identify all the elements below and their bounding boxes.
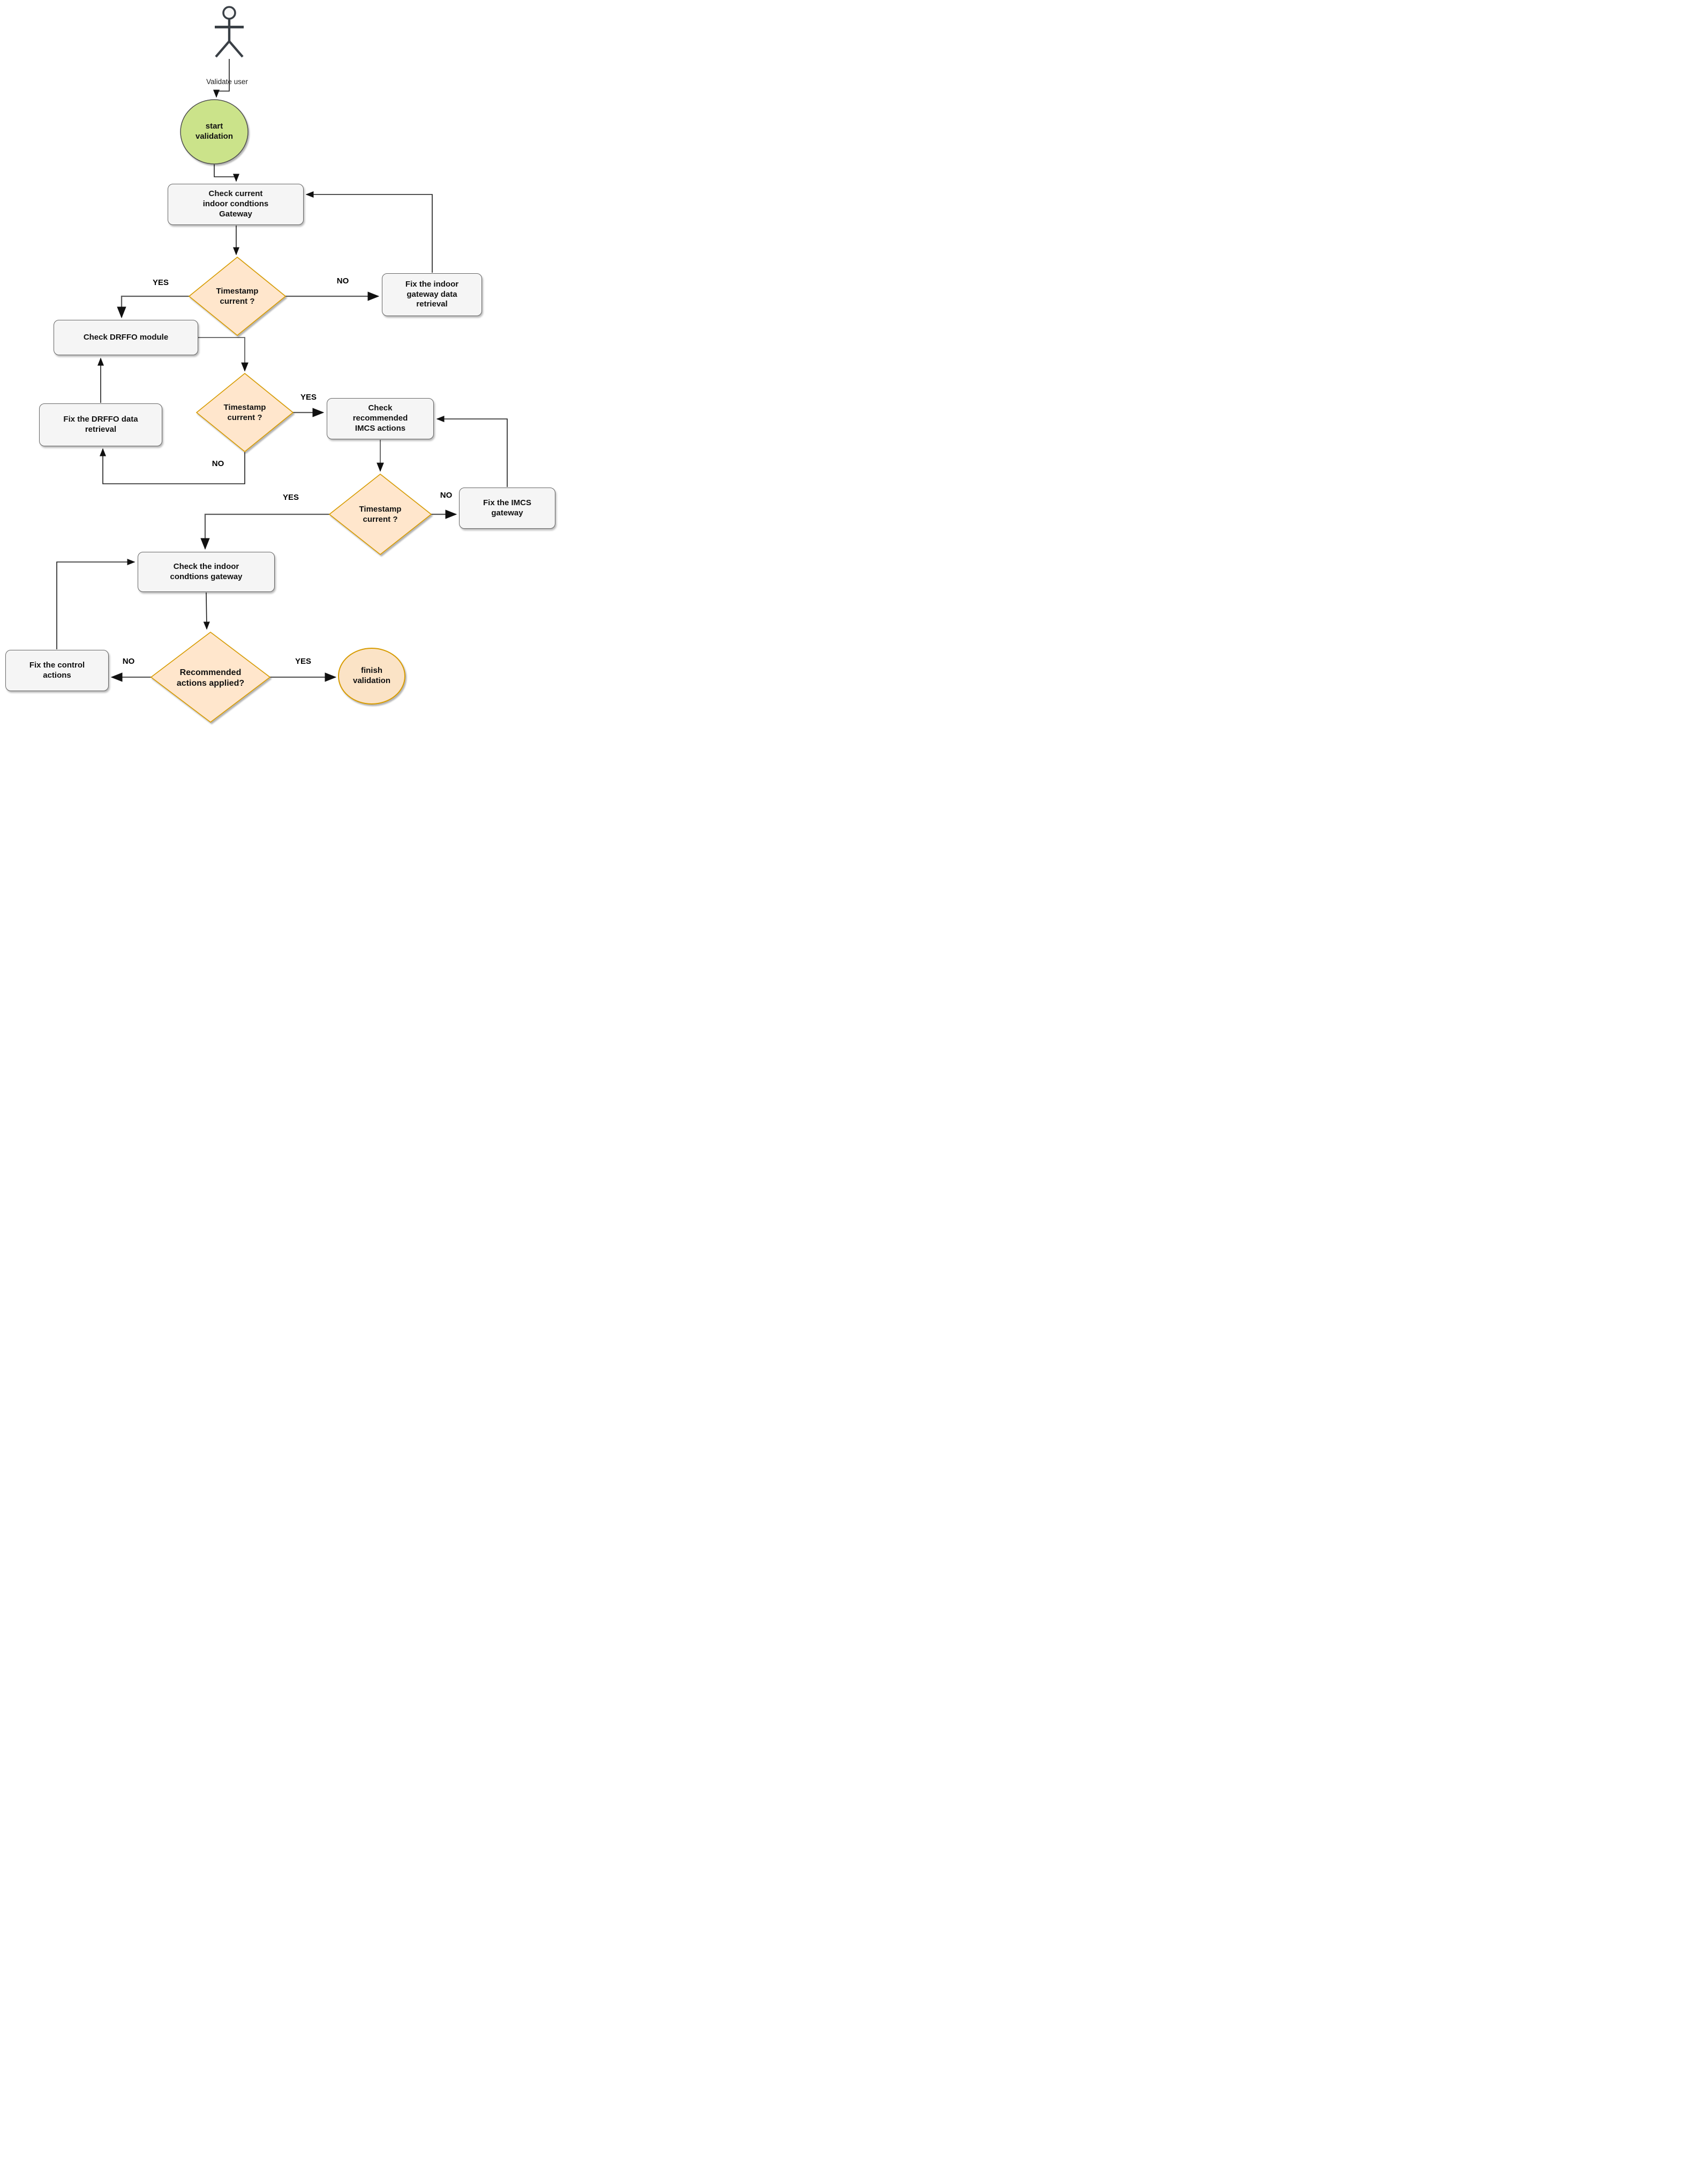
process-check-indoor-gateway-2-label: Check the indoor condtions gateway [170, 561, 243, 581]
flowchart-graphics [56, 6, 508, 723]
edge-actor-to-start [213, 59, 230, 98]
process-fix-imcs: Fix the IMCS gateway [459, 488, 555, 529]
process-fix-imcs-label: Fix the IMCS gateway [483, 498, 531, 518]
connector-group-dark [56, 59, 508, 649]
process-fix-drffo-label: Fix the DRFFO data retrieval [63, 415, 138, 434]
edge-start-to-check-indoor [214, 164, 240, 182]
process-check-imcs: Check recommended IMCS actions [327, 398, 434, 439]
edge-label-d2-yes: YES [300, 393, 317, 402]
decision-1-shape [188, 256, 287, 336]
process-check-drffo: Check DRFFO module [54, 320, 198, 355]
edge-label-d1-no: NO [336, 276, 349, 286]
process-fix-drffo: Fix the DRFFO data retrieval [39, 403, 162, 446]
process-check-imcs-label: Check recommended IMCS actions [352, 403, 408, 433]
decision-3-shape [328, 473, 432, 556]
process-fix-indoor-gateway-label: Fix the indoor gateway data retrieval [405, 279, 459, 309]
edge-check-indoor2-to-d4 [203, 592, 210, 630]
edge-label-d3-no: NO [440, 491, 453, 500]
start-node-shape [180, 99, 249, 164]
process-check-indoor-gateway: Check current indoor condtions Gateway [168, 184, 304, 225]
edge-fix-imcs-to-check-imcs [436, 415, 508, 487]
connector-group-gray [110, 291, 457, 682]
edge-d3-yes [200, 513, 329, 550]
edge-label-d1-yes: YES [152, 278, 169, 287]
edge-fix-control-to-check-indoor2 [56, 558, 136, 649]
edge-label-d3-yes: YES [282, 493, 299, 502]
process-fix-control: Fix the control actions [5, 650, 109, 691]
edge-check-drffo-to-d2 [198, 337, 249, 372]
decision-4-shape [150, 631, 271, 723]
decision-2-shape [195, 372, 294, 453]
actor-icon [215, 6, 244, 58]
actor-label: Validate user [206, 78, 248, 86]
edge-d2-no-loop [99, 448, 245, 484]
edge-label-d2-no: NO [212, 459, 224, 468]
finish-node-shape [338, 648, 405, 704]
edge-fix-indoor-to-check-indoor [305, 191, 433, 273]
process-fix-control-label: Fix the control actions [29, 660, 85, 680]
edge-d1-yes [117, 295, 189, 319]
process-check-drffo-label: Check DRFFO module [83, 332, 169, 342]
edge-label-d4-yes: YES [295, 657, 311, 666]
process-check-indoor-gateway-label: Check current indoor condtions Gateway [202, 189, 269, 219]
flowchart-canvas: Check current indoor condtions Gateway F… [0, 0, 569, 727]
edge-label-d4-no: NO [122, 657, 135, 666]
process-check-indoor-gateway-2: Check the indoor condtions gateway [138, 552, 275, 592]
process-fix-indoor-gateway: Fix the indoor gateway data retrieval [382, 273, 482, 316]
